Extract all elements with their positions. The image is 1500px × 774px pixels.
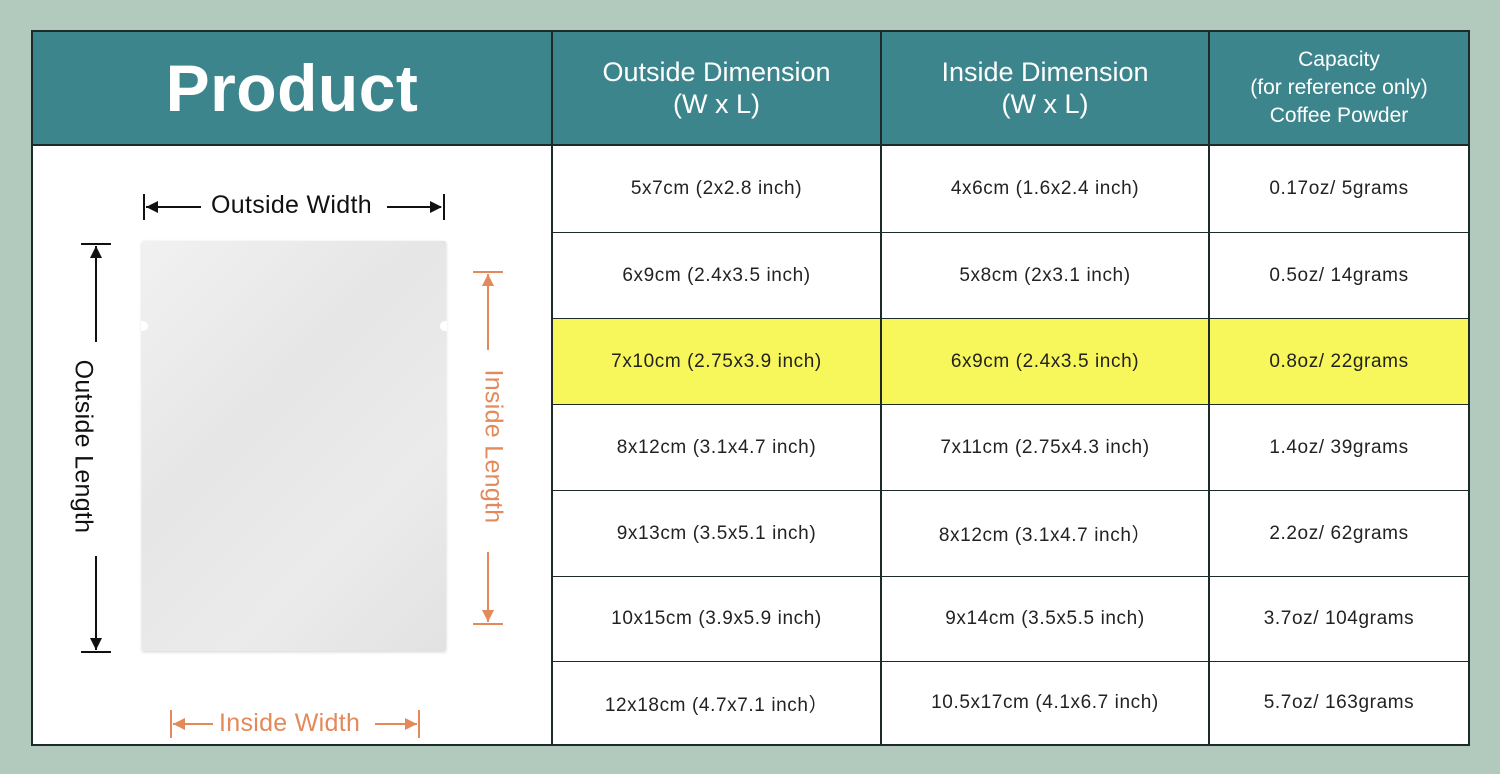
- capacity-header-line1: Capacity: [1298, 48, 1380, 71]
- table-cell-capacity: 5.7oz/ 163grams: [1208, 661, 1468, 744]
- table-cell-capacity: 0.17oz/ 5grams: [1208, 146, 1468, 232]
- table-cell-outside-highlighted: 7x10cm (2.75x3.9 inch): [551, 318, 880, 404]
- inside-header-line1: Inside Dimension: [941, 57, 1149, 87]
- outside-header-line1: Outside Dimension: [602, 57, 831, 87]
- header-product: Product: [33, 32, 551, 146]
- table-cell-inside: 10.5x17cm (4.1x6.7 inch): [880, 661, 1208, 744]
- tear-notch-left: [141, 321, 148, 331]
- table-cell-outside: 6x9cm (2.4x3.5 inch): [551, 232, 880, 318]
- table-cell-inside-highlighted: 6x9cm (2.4x3.5 inch): [880, 318, 1208, 404]
- product-diagram: Outside Width Outside Length Inside Leng…: [33, 146, 551, 744]
- table-cell-capacity: 0.5oz/ 14grams: [1208, 232, 1468, 318]
- product-title: Product: [165, 51, 419, 125]
- outside-width-label: Outside Width: [211, 191, 372, 219]
- pouch-image: [141, 241, 447, 651]
- inside-length-arrow: [473, 271, 503, 625]
- table-cell-inside: 5x8cm (2x3.1 inch): [880, 232, 1208, 318]
- outside-width-arrow: [143, 194, 445, 220]
- tear-notch-right: [440, 321, 447, 331]
- table-cell-capacity-highlighted: 0.8oz/ 22grams: [1208, 318, 1468, 404]
- table-cell-outside: 10x15cm (3.9x5.9 inch): [551, 576, 880, 661]
- inside-header-line2: (W x L): [1001, 89, 1089, 119]
- size-chart: Product Outside Dimension (W x L) Inside…: [31, 30, 1470, 746]
- table-cell-inside: 8x12cm (3.1x4.7 inch）: [880, 490, 1208, 576]
- table-cell-inside: 4x6cm (1.6x2.4 inch): [880, 146, 1208, 232]
- table-cell-outside: 8x12cm (3.1x4.7 inch): [551, 404, 880, 490]
- header-outside-dimension: Outside Dimension (W x L): [551, 32, 880, 146]
- outside-header-line2: (W x L): [672, 89, 760, 119]
- table-cell-inside: 7x11cm (2.75x4.3 inch): [880, 404, 1208, 490]
- table-cell-capacity: 1.4oz/ 39grams: [1208, 404, 1468, 490]
- table-cell-outside: 9x13cm (3.5x5.1 inch): [551, 490, 880, 576]
- outside-length-arrow: [81, 243, 111, 653]
- table-cell-capacity: 2.2oz/ 62grams: [1208, 490, 1468, 576]
- header-capacity: Capacity (for reference only) Coffee Pow…: [1208, 32, 1468, 146]
- outside-length-label: Outside Length: [69, 359, 98, 534]
- capacity-header-line3: Coffee Powder: [1269, 104, 1409, 127]
- table-cell-outside: 12x18cm (4.7x7.1 inch）: [551, 661, 880, 744]
- inside-width-arrow: [170, 710, 420, 738]
- inside-length-label: Inside Length: [479, 369, 508, 524]
- table-cell-capacity: 3.7oz/ 104grams: [1208, 576, 1468, 661]
- capacity-header-line2: (for reference only): [1250, 76, 1428, 99]
- header-inside-dimension: Inside Dimension (W x L): [880, 32, 1208, 146]
- inside-width-label: Inside Width: [219, 709, 361, 737]
- table-cell-outside: 5x7cm (2x2.8 inch): [551, 146, 880, 232]
- table-cell-inside: 9x14cm (3.5x5.5 inch): [880, 576, 1208, 661]
